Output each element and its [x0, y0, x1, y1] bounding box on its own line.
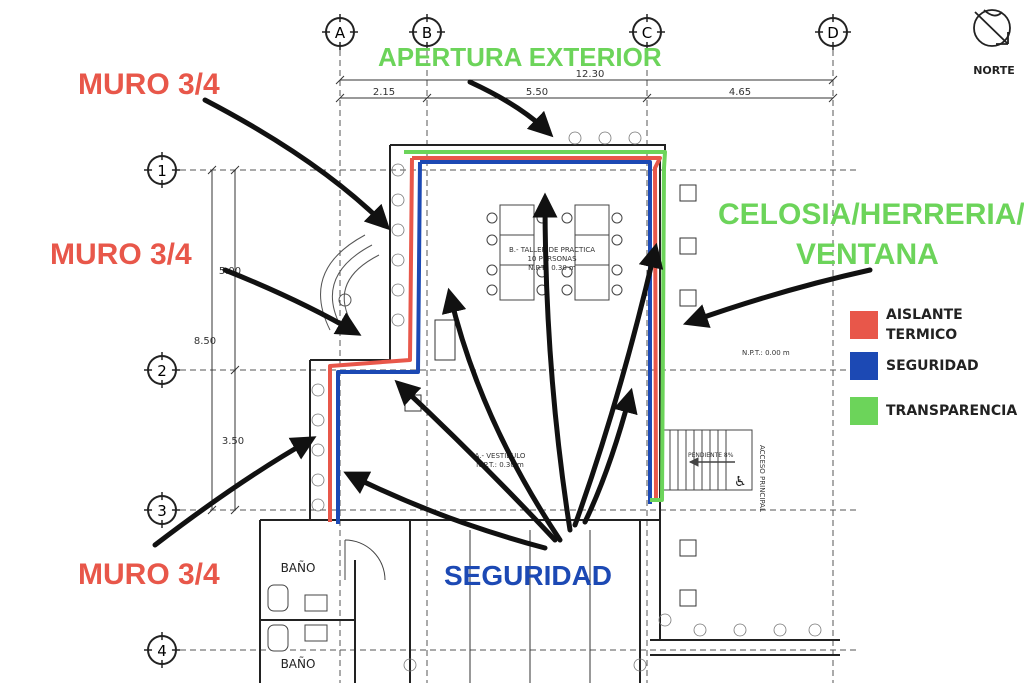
grid-bubble-a: A [322, 14, 358, 50]
label-seguridad: SEGURIDAD [444, 560, 613, 591]
legend-label-2: TERMICO [886, 327, 958, 343]
room-label-vestibulo: A.- VESTIBULO [475, 452, 526, 460]
legend-swatch-red [850, 311, 878, 339]
grid-bubble-c: C [629, 14, 665, 50]
label-muro-top: MURO 3/4 [78, 68, 220, 101]
legend-item-aislante: AISLANTE TERMICO [850, 305, 963, 345]
bathroom-fixtures [267, 539, 386, 652]
grid-row-label: 3 [157, 502, 167, 520]
room-label-taller-level: N.P.T.: 0.30 m [528, 264, 576, 272]
legend-label: TRANSPARENCIA [886, 403, 1018, 419]
arrow-seg-4 [582, 387, 638, 525]
room-label-bano-1: BAÑO [281, 560, 316, 575]
arrow-celosia [682, 267, 873, 328]
ramp-slope-label: PENDIENTE 8% [688, 452, 734, 459]
arrow-seg-6 [343, 471, 548, 551]
dimension-ab: 2.15 [373, 87, 395, 98]
room-label-taller-capacity: 10 PERSONAS [527, 255, 577, 263]
arrow-seg-2 [532, 192, 573, 533]
grid-bubble-4: 4 [144, 632, 180, 668]
grid-bubble-1: 1 [144, 152, 180, 188]
room-label-taller: B.- TALLER DE PRACTICA [509, 246, 595, 254]
legend-swatch-green [850, 397, 878, 425]
grid-row-label: 4 [157, 642, 167, 660]
dimension-left-total: 8.50 [194, 336, 216, 347]
grid-col-label: B [422, 24, 432, 42]
dimension-bc: 5.50 [526, 87, 548, 98]
left-dimensions [207, 165, 240, 515]
label-apertura-exterior: APERTURA EXTERIOR [378, 42, 662, 72]
arrow-muro-bottom [152, 436, 317, 548]
grid-bubble-2: 2 [144, 352, 180, 388]
grid-row-label: 1 [157, 162, 167, 180]
legend-item-seguridad: SEGURIDAD [850, 352, 979, 380]
north-arrow-icon [973, 9, 1011, 47]
access-label: ACCESO PRINCIPAL [758, 445, 766, 512]
grid-bubble-3: 3 [144, 492, 180, 528]
dimension-left-2: 3.50 [222, 436, 244, 447]
room-label-bano-2: BAÑO [281, 656, 316, 671]
label-muro-mid: MURO 3/4 [50, 238, 192, 271]
label-ventana: VENTANA [796, 238, 939, 271]
north-label: NORTE [973, 64, 1015, 77]
arrow-seg-5 [394, 379, 558, 543]
overlay-seguridad [336, 160, 652, 524]
arrow-muro-mid [222, 267, 362, 336]
top-dimensions [335, 75, 838, 103]
annotation-arrows [152, 79, 873, 551]
grid-col-label: D [827, 24, 839, 42]
overlay-transparencia [404, 150, 667, 502]
arrow-muro-top [202, 97, 391, 231]
label-celosia: CELOSIA/HERRERIA/ [718, 198, 1024, 231]
legend-label: SEGURIDAD [886, 358, 979, 374]
grid-col-label: C [642, 24, 652, 42]
dimension-total: 12.30 [576, 69, 605, 80]
legend-item-transparencia: TRANSPARENCIA [850, 397, 1017, 425]
wheelchair-icon: ♿ [734, 474, 747, 490]
legend-swatch-blue [850, 352, 878, 380]
room-label-vestibulo-level: N.P.T.: 0.30 m [476, 461, 524, 469]
arrow-seg-1 [441, 287, 563, 543]
structural-elements [404, 184, 697, 607]
parking-lines [469, 530, 591, 683]
overlay-aislante-termico [328, 156, 662, 522]
grid-bubble-d: D [815, 14, 851, 50]
grid-lines [180, 50, 860, 683]
label-muro-bottom: MURO 3/4 [78, 558, 220, 591]
grid-row-label: 2 [157, 362, 167, 380]
dimension-cd: 4.65 [729, 87, 751, 98]
grid-col-label: A [335, 24, 346, 42]
arrow-apertura [467, 79, 554, 138]
legend-label: AISLANTE [886, 307, 963, 323]
level-exterior: N.P.T.: 0.00 m [742, 349, 790, 357]
workshop-furniture [486, 204, 623, 301]
grid-bubble-b: B [409, 14, 445, 50]
